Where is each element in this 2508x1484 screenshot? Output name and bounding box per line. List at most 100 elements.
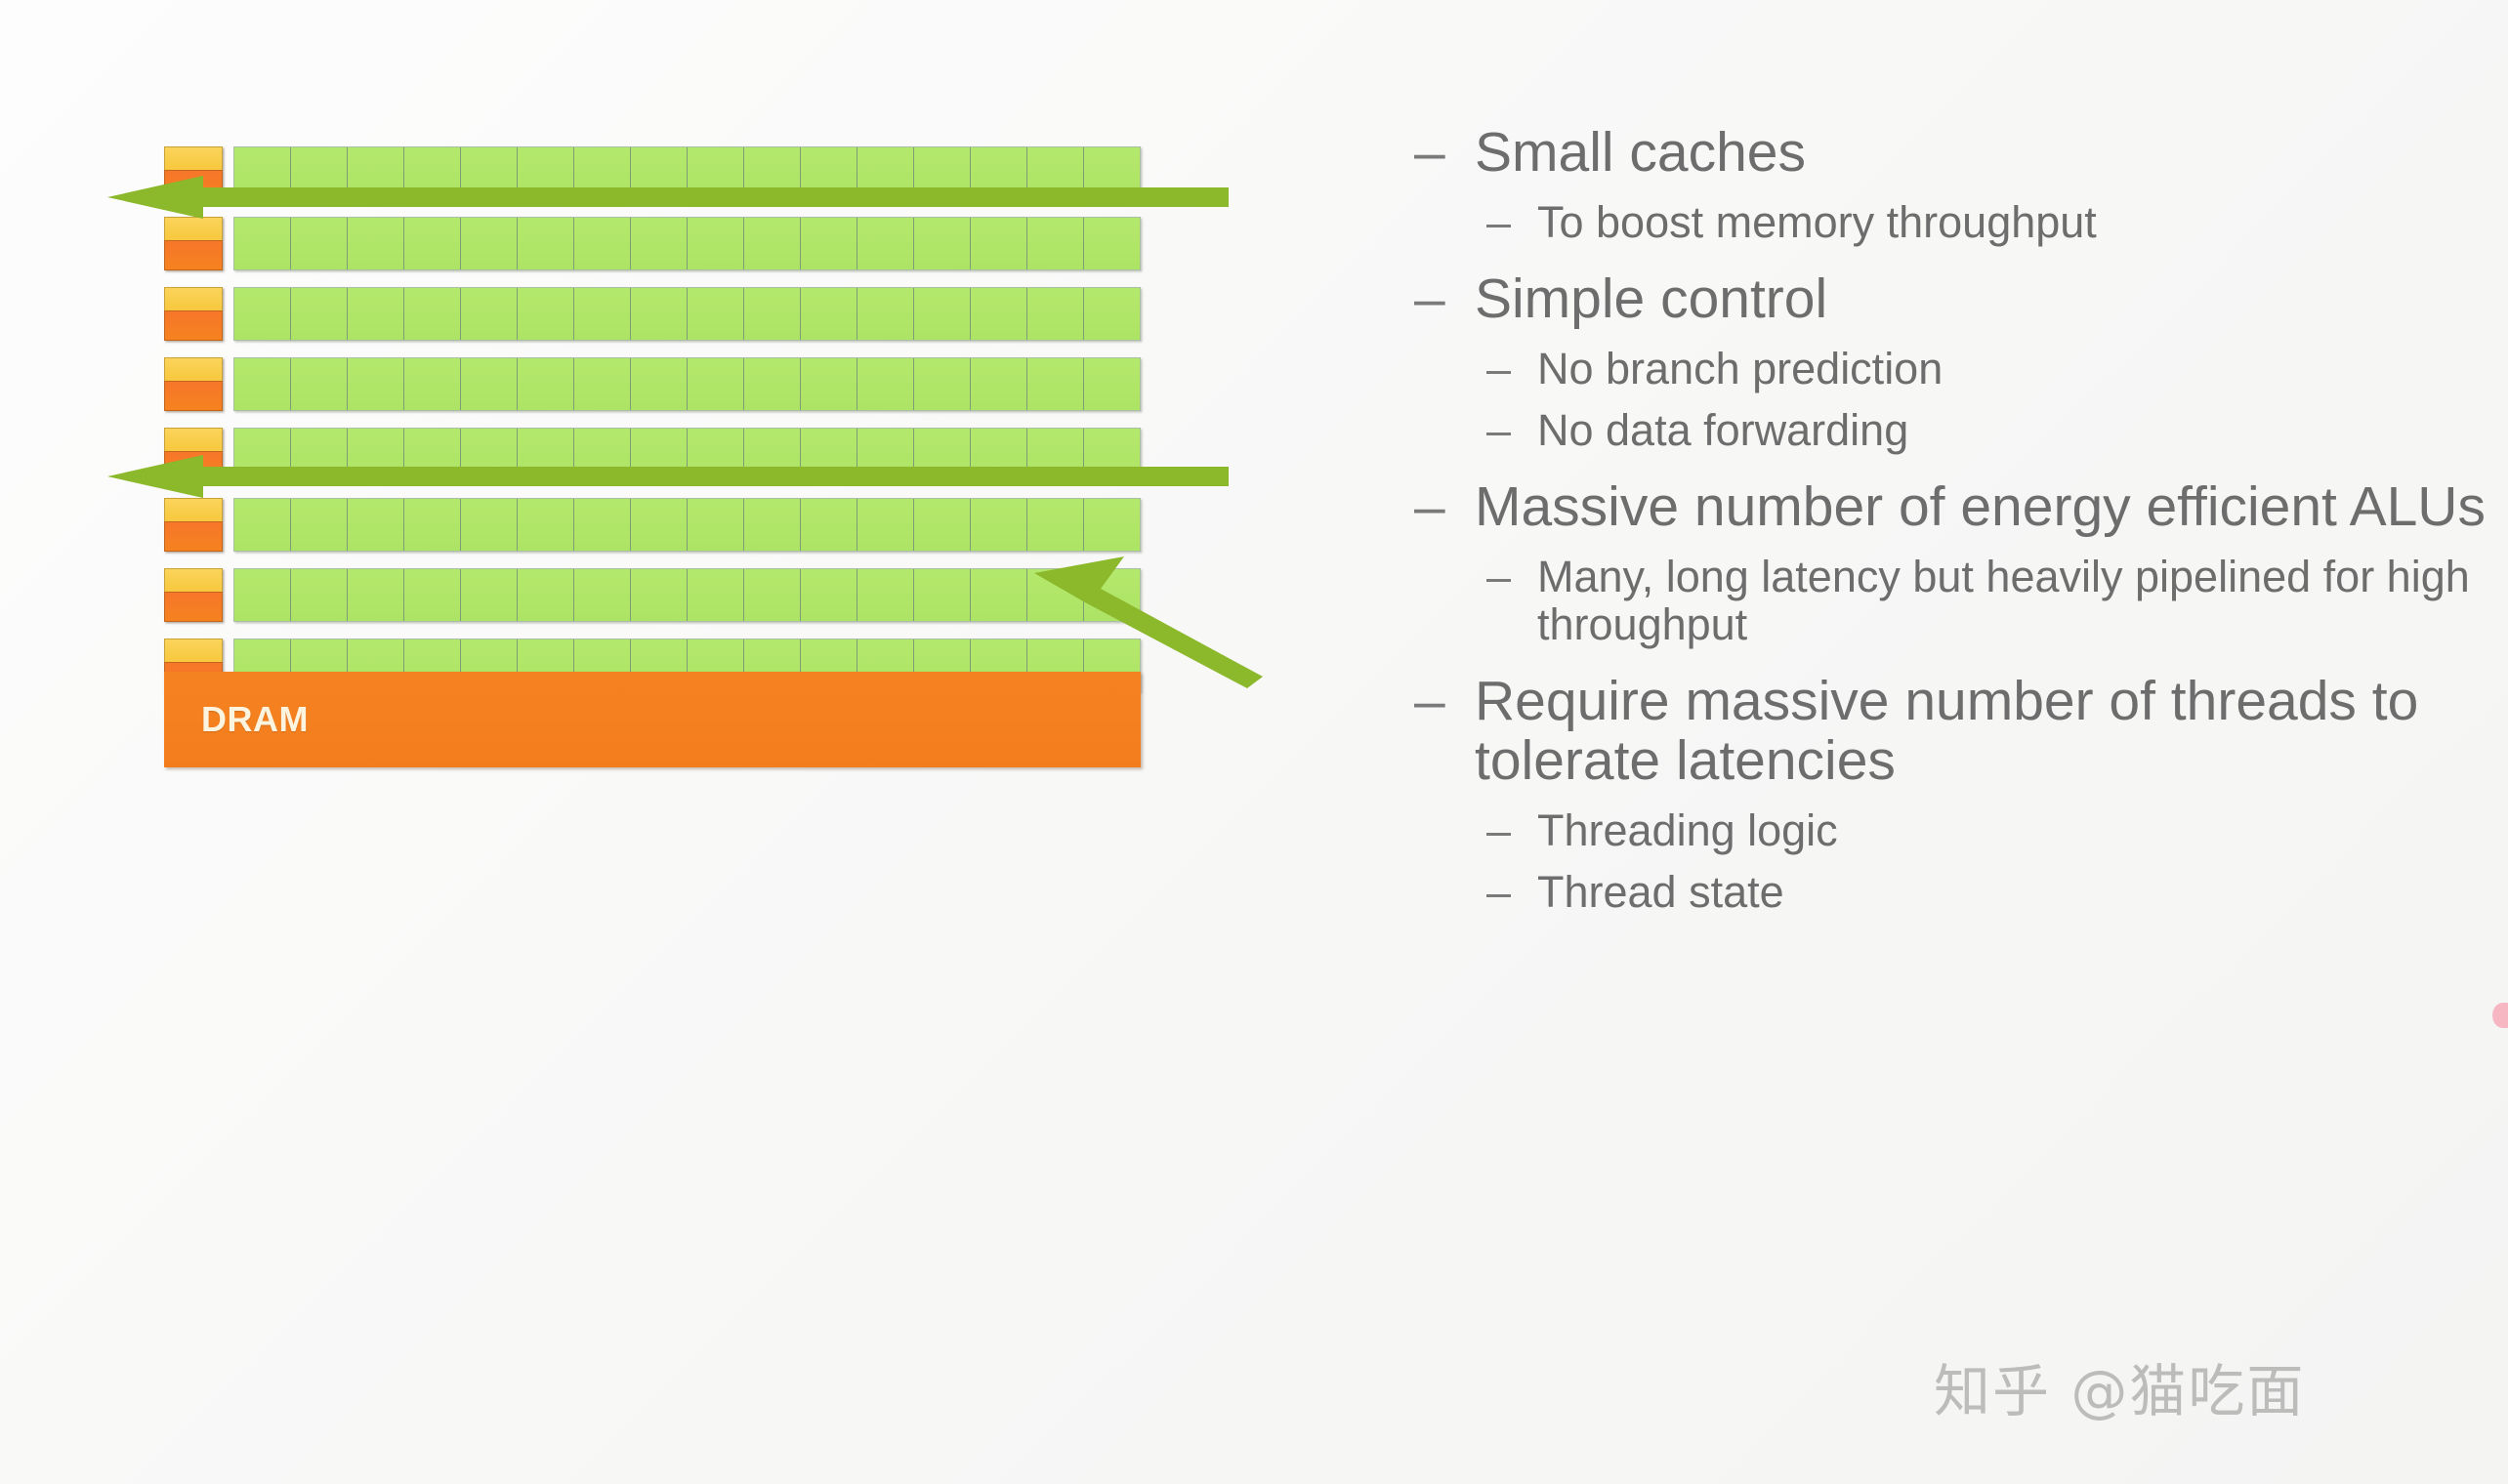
alu-cell xyxy=(971,288,1027,340)
alu-cell xyxy=(914,288,971,340)
control-unit-cell xyxy=(164,498,223,521)
control-cache-block xyxy=(164,217,223,270)
alu-cell xyxy=(801,358,857,410)
alu-strip xyxy=(233,428,1141,481)
alu-strip xyxy=(233,217,1141,270)
alu-cell xyxy=(631,499,688,551)
dram-label: DRAM xyxy=(201,699,309,739)
alu-cell xyxy=(1084,358,1140,410)
alu-cell xyxy=(1027,147,1084,199)
control-unit-cell xyxy=(164,357,223,381)
alu-cell xyxy=(291,147,348,199)
gpu-core-row xyxy=(164,217,1141,270)
control-unit-cell xyxy=(164,146,223,170)
alu-cell xyxy=(857,288,914,340)
bullet-dash-icon: – xyxy=(1486,552,1512,602)
control-cache-block xyxy=(164,357,223,411)
alu-cell xyxy=(461,288,518,340)
control-cache-block xyxy=(164,568,223,622)
bullet-text: Small caches xyxy=(1475,121,1806,184)
control-cache-block xyxy=(164,146,223,200)
alu-cell xyxy=(801,429,857,480)
control-cache-block xyxy=(164,428,223,481)
cache-cell xyxy=(164,240,223,270)
alu-cell xyxy=(631,429,688,480)
alu-cell xyxy=(1084,429,1140,480)
alu-cell xyxy=(971,218,1027,269)
alu-cell xyxy=(461,218,518,269)
alu-strip xyxy=(233,568,1141,622)
bullet-text: No data forwarding xyxy=(1537,405,1909,456)
gpu-core-row xyxy=(164,428,1141,481)
bullet-dash-icon: – xyxy=(1414,670,1445,733)
cache-cell xyxy=(164,592,223,622)
alu-cell xyxy=(1027,499,1084,551)
alu-cell xyxy=(1084,499,1140,551)
alu-cell xyxy=(914,218,971,269)
bullet-dash-icon: – xyxy=(1414,268,1445,331)
decorative-edge-mark xyxy=(2492,1003,2508,1028)
alu-cell xyxy=(631,218,688,269)
bullet-item-level2: –To boost memory throughput xyxy=(1486,198,2508,246)
alu-cell xyxy=(518,147,574,199)
alu-cell xyxy=(801,499,857,551)
alu-cell xyxy=(518,569,574,621)
alu-strip xyxy=(233,498,1141,552)
gpu-core-row xyxy=(164,357,1141,411)
alu-cell xyxy=(291,288,348,340)
bullet-text: Threading logic xyxy=(1537,805,1838,856)
alu-cell xyxy=(348,429,404,480)
alu-cell xyxy=(234,429,291,480)
alu-cell xyxy=(971,499,1027,551)
alu-cell xyxy=(348,499,404,551)
bullet-dash-icon: – xyxy=(1414,121,1445,184)
gpu-core-row xyxy=(164,568,1141,622)
cache-cell xyxy=(164,310,223,341)
alu-cell xyxy=(348,147,404,199)
alu-cell xyxy=(1084,147,1140,199)
alu-cell xyxy=(744,429,801,480)
bullet-dash-icon: – xyxy=(1486,344,1512,394)
alu-cell xyxy=(971,569,1027,621)
alu-cell xyxy=(1027,429,1084,480)
alu-cell xyxy=(461,499,518,551)
alu-cell xyxy=(744,288,801,340)
alu-cell xyxy=(914,499,971,551)
alu-cell xyxy=(801,569,857,621)
control-unit-cell xyxy=(164,217,223,240)
alu-cell xyxy=(1084,288,1140,340)
alu-cell xyxy=(234,358,291,410)
alu-cell xyxy=(971,429,1027,480)
alu-cell xyxy=(518,218,574,269)
alu-cell xyxy=(688,288,744,340)
bullet-item-level1: –Simple control xyxy=(1414,269,2508,329)
alu-cell xyxy=(461,358,518,410)
alu-cell xyxy=(801,218,857,269)
bullet-dash-icon: – xyxy=(1486,405,1512,456)
bullet-spacer xyxy=(1414,250,2508,269)
gpu-core-row xyxy=(164,498,1141,552)
alu-cell xyxy=(291,358,348,410)
alu-cell xyxy=(404,147,461,199)
alu-cell xyxy=(348,358,404,410)
alu-cell xyxy=(631,569,688,621)
alu-cell xyxy=(518,288,574,340)
alu-cell xyxy=(688,429,744,480)
cache-cell xyxy=(164,170,223,200)
alu-cell xyxy=(348,288,404,340)
bullet-item-level2: –Threading logic xyxy=(1486,806,2508,854)
alu-cell xyxy=(234,288,291,340)
bullet-spacer xyxy=(1414,652,2508,672)
alu-cell xyxy=(857,358,914,410)
bullet-text: Many, long latency but heavily pipelined… xyxy=(1537,552,2470,650)
alu-cell xyxy=(688,358,744,410)
bullet-dash-icon: – xyxy=(1414,475,1445,539)
bullet-text: Massive number of energy efficient ALUs xyxy=(1475,475,2486,539)
alu-cell xyxy=(914,429,971,480)
bullet-item-level1: –Small caches xyxy=(1414,123,2508,183)
bullet-spacer xyxy=(1414,458,2508,477)
control-unit-cell xyxy=(164,287,223,310)
alu-cell xyxy=(857,569,914,621)
alu-cell xyxy=(971,147,1027,199)
